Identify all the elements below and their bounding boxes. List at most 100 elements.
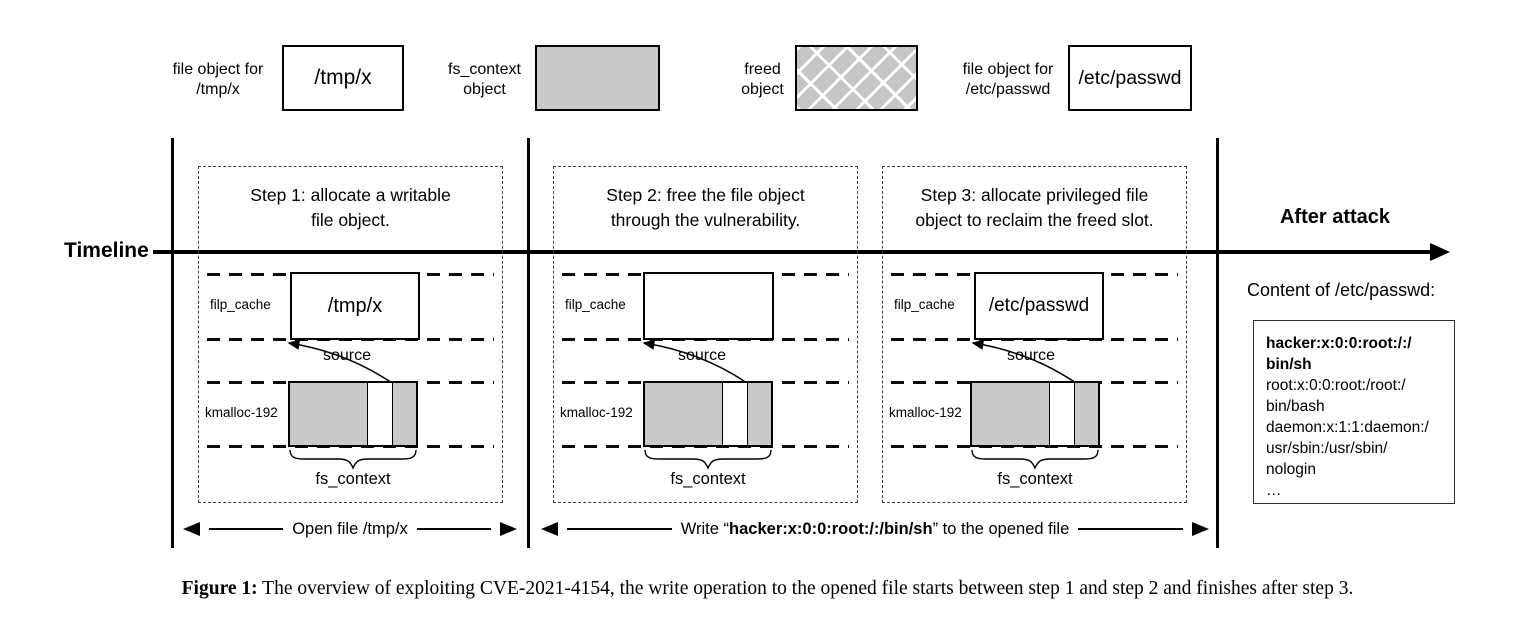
write-label-payload: hacker:x:0:0:root:/:/bin/sh — [729, 519, 933, 538]
passwd-line: nologin — [1266, 461, 1316, 478]
passwd-line: bin/bash — [1266, 398, 1325, 415]
write-label-suffix: ” to the opened file — [932, 519, 1070, 538]
legend-box-file-passwd: /etc/passwd — [1068, 45, 1192, 111]
write-file-arrow-label: Write “hacker:x:0:0:root:/:/bin/sh” to t… — [681, 520, 1070, 539]
open-file-arrow: Open file /tmp/x — [183, 519, 517, 539]
step-1-box: Step 1: allocate a writable file object.… — [198, 166, 503, 503]
write-label-prefix: Write “ — [680, 519, 730, 538]
brace-icon — [971, 449, 1099, 470]
file-object-box: /etc/passwd — [974, 272, 1104, 340]
fs-context-slot — [290, 383, 369, 445]
legend-box-freed — [795, 45, 918, 111]
fs-context-slot — [1074, 383, 1098, 445]
fs-context-slot — [747, 383, 771, 445]
passwd-line: daemon:x:1:1:daemon:/ — [1266, 419, 1429, 436]
source-label: source — [1007, 347, 1056, 364]
free-slot — [723, 383, 748, 445]
file-object-box: /tmp/x — [290, 272, 420, 340]
arrowhead-left-icon — [541, 522, 558, 536]
arrow-line — [209, 527, 284, 531]
brace-icon — [644, 449, 772, 470]
free-slot — [1050, 383, 1075, 445]
timeline-separator-right — [1216, 138, 1219, 548]
source-label: source — [678, 347, 727, 364]
source-label: source — [323, 347, 372, 364]
legend-label-file-passwd: file object for /etc/passwd — [950, 60, 1066, 99]
legend-label-line: file object for — [962, 61, 1054, 78]
fs-context-label: fs_context — [670, 470, 746, 488]
fs-context-slot — [972, 383, 1051, 445]
timeline-label: Timeline — [64, 239, 149, 262]
source-arrow-icon — [971, 339, 1077, 384]
arrowhead-right-icon — [1192, 522, 1209, 536]
step-title-line: Step 2: free the file object — [606, 185, 805, 205]
passwd-line: hacker:x:0:0:root:/:/ — [1266, 335, 1412, 352]
kmalloc-slots — [643, 381, 773, 447]
legend-label-line: object — [741, 80, 784, 98]
arrow-line — [416, 527, 491, 531]
legend-label-file-tmp: file object for /tmp/x — [160, 60, 276, 99]
step-title-line: Step 1: allocate a writable — [250, 185, 451, 205]
open-file-arrow-label: Open file /tmp/x — [292, 519, 408, 538]
file-object-text: /etc/passwd — [988, 295, 1090, 316]
step-title-line: object to reclaim the freed slot. — [915, 209, 1154, 230]
free-slot — [368, 383, 393, 445]
freed-file-object-box — [643, 272, 774, 340]
source-arrow-icon — [642, 339, 748, 384]
timeline-line — [153, 250, 1434, 254]
step-title-line: Step 3: allocate privileged file — [920, 185, 1149, 205]
passwd-line: usr/sbin:/usr/sbin/ — [1266, 440, 1388, 457]
step-2-box: Step 2: free the file object through the… — [553, 166, 858, 503]
legend-label-freed: freed object — [725, 60, 800, 99]
figure-caption-text: The overview of exploiting CVE-2021-4154… — [257, 578, 1354, 599]
passwd-line: … — [1266, 482, 1282, 499]
file-object-text: /tmp/x — [327, 294, 383, 317]
step-3-title: Step 3: allocate privileged file object … — [883, 183, 1186, 232]
filp-cache-label: filp_cache — [565, 297, 626, 312]
source-arrow-icon — [287, 339, 393, 384]
kmalloc-slots — [970, 381, 1100, 447]
fs-context-slot — [645, 383, 724, 445]
legend-box-text: /tmp/x — [314, 66, 372, 89]
figure-caption: Figure 1: The overview of exploiting CVE… — [0, 578, 1535, 600]
legend-label-fs-context: fs_context object — [437, 60, 532, 99]
write-file-arrow: Write “hacker:x:0:0:root:/:/bin/sh” to t… — [541, 519, 1209, 539]
legend-label-line: /tmp/x — [196, 80, 240, 98]
kmalloc-label: kmalloc-192 — [205, 405, 278, 420]
legend-label-line: object — [463, 80, 506, 98]
step-1-title: Step 1: allocate a writable file object. — [199, 183, 502, 232]
passwd-content-heading: Content of /etc/passwd: — [1247, 280, 1436, 300]
legend-label-line: fs_context — [448, 61, 521, 78]
legend-label-line: /etc/passwd — [965, 80, 1051, 98]
arrow-line — [567, 527, 672, 531]
timeline-separator-left — [171, 138, 174, 548]
legend-box-text: /etc/passwd — [1078, 66, 1182, 89]
kmalloc-label: kmalloc-192 — [889, 405, 962, 420]
timeline-arrowhead-icon — [1430, 243, 1450, 261]
legend-label-line: freed — [744, 61, 781, 78]
passwd-line: root:x:0:0:root:/root:/ — [1266, 377, 1406, 394]
legend-label-line: file object for — [172, 61, 264, 78]
after-attack-title: After attack — [1279, 206, 1391, 228]
brace-icon — [289, 449, 417, 470]
legend-box-file-tmp: /tmp/x — [282, 45, 404, 111]
passwd-content-box: hacker:x:0:0:root:/:/ bin/sh root:x:0:0:… — [1253, 320, 1455, 504]
filp-cache-label: filp_cache — [210, 297, 271, 312]
kmalloc-slots — [288, 381, 418, 447]
arrow-line — [1078, 527, 1183, 531]
timeline-separator-mid — [527, 138, 530, 548]
step-2-title: Step 2: free the file object through the… — [554, 183, 857, 232]
legend-box-fs-context — [535, 45, 660, 111]
filp-cache-label: filp_cache — [894, 297, 955, 312]
step-title-line: file object. — [311, 209, 390, 230]
passwd-line: bin/sh — [1266, 356, 1312, 373]
kmalloc-label: kmalloc-192 — [560, 405, 633, 420]
fs-context-label: fs_context — [997, 470, 1073, 488]
figure-caption-label: Figure 1: — [181, 578, 258, 599]
fs-context-slot — [392, 383, 416, 445]
step-title-line: through the vulnerability. — [610, 209, 801, 230]
arrowhead-left-icon — [183, 522, 200, 536]
step-3-box: Step 3: allocate privileged file object … — [882, 166, 1187, 503]
arrowhead-right-icon — [500, 522, 517, 536]
